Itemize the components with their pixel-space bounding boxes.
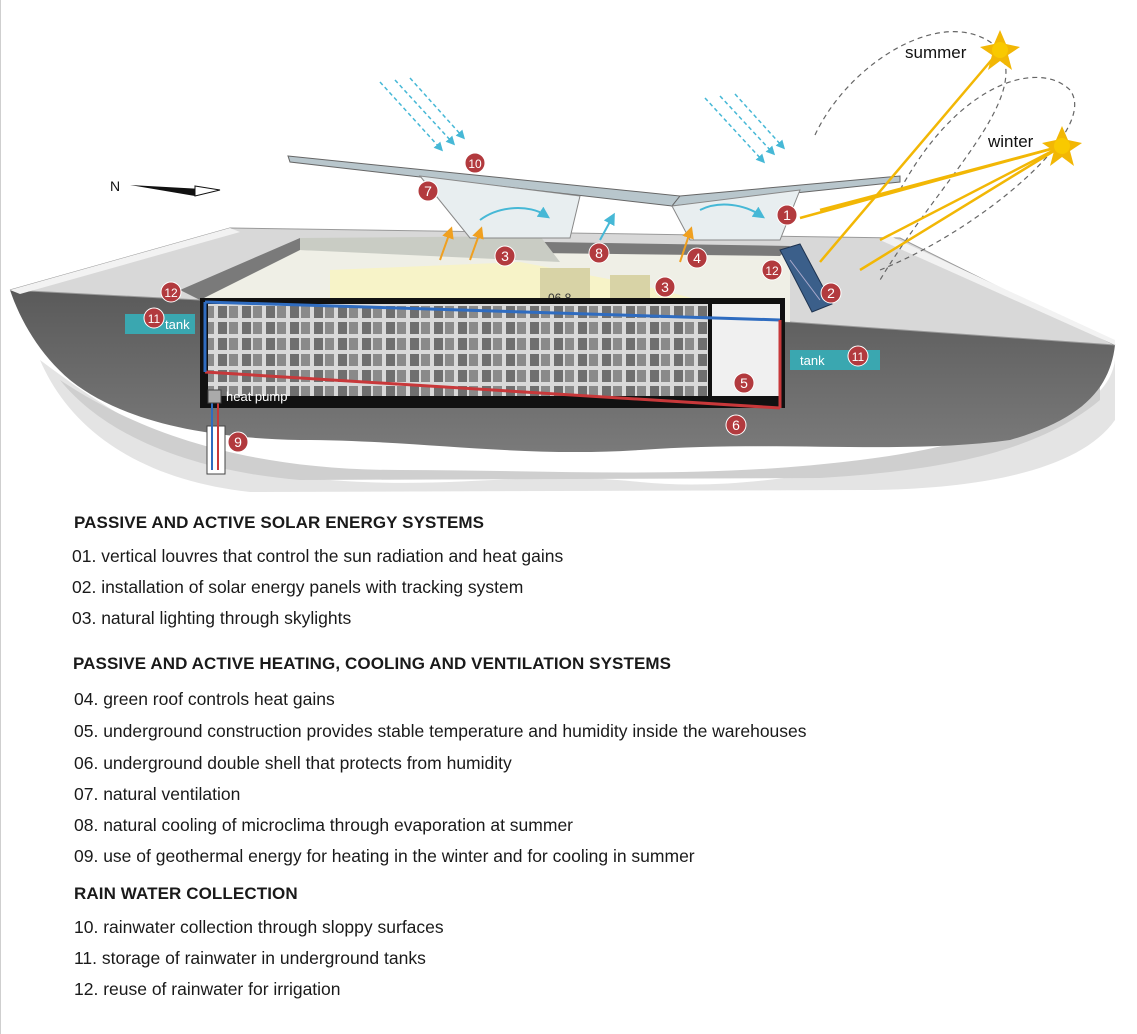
underground-warehouse	[200, 298, 785, 410]
marker-label: 9	[234, 434, 242, 450]
legend-item-02: 02. installation of solar energy panels …	[72, 577, 524, 597]
marker-label: 5	[740, 375, 748, 391]
marker-7: 7	[417, 180, 439, 202]
marker-6: 6	[725, 414, 747, 436]
sun-summer-icon	[980, 30, 1020, 70]
page-border	[0, 0, 1, 1034]
marker-1: 1	[776, 204, 798, 226]
marker-11: 11	[143, 307, 165, 329]
marker-label: 7	[424, 183, 432, 199]
marker-label: 2	[827, 285, 835, 301]
north-arrow-icon: N	[110, 178, 221, 197]
section-title-solar: PASSIVE AND ACTIVE SOLAR ENERGY SYSTEMS	[74, 513, 485, 532]
marker-9: 9	[227, 431, 249, 453]
marker-10: 10	[464, 152, 486, 174]
marker-2: 2	[820, 282, 842, 304]
sun-rays	[799, 49, 1063, 272]
marker-label: 4	[693, 250, 701, 266]
marker-12: 12	[160, 281, 182, 303]
tank-right-label: tank	[800, 353, 825, 368]
light-arrows	[439, 226, 694, 263]
legend-item-12: 12. reuse of rainwater for irrigation	[74, 979, 341, 999]
tank-left-label: tank	[165, 317, 190, 332]
solar-panels	[779, 243, 833, 313]
ventilation-arrows	[479, 203, 765, 241]
marker-label: 6	[732, 417, 740, 433]
legend-item-06: 06. underground double shell that protec…	[74, 753, 512, 773]
marker-8: 8	[588, 242, 610, 264]
section-title-rain: RAIN WATER COLLECTION	[74, 884, 298, 903]
geothermal-probe: heat pump	[206, 389, 287, 475]
marker-label: 12	[765, 264, 779, 278]
sun-winter-label: winter	[987, 132, 1034, 151]
marker-label: 3	[501, 248, 509, 264]
marker-label: 3	[661, 279, 669, 295]
north-label: N	[110, 178, 120, 194]
legend-item-09: 09. use of geothermal energy for heating…	[74, 846, 695, 866]
marker-label: 10	[468, 157, 482, 171]
marker-12: 12	[761, 259, 783, 281]
marker-3: 3	[654, 276, 676, 298]
marker-4: 4	[686, 247, 708, 269]
sun-summer-label: summer	[905, 43, 967, 62]
heat-pump-label: heat pump	[226, 389, 287, 404]
heat-pump-box	[207, 389, 222, 404]
legend-item-08: 08. natural cooling of microclima throug…	[74, 815, 573, 835]
marker-label: 12	[164, 286, 178, 300]
marker-11: 11	[847, 345, 869, 367]
legend-item-07: 07. natural ventilation	[74, 784, 241, 804]
marker-label: 8	[595, 245, 603, 261]
building-section-diagram: 06 8	[9, 30, 1116, 492]
section-title-hvac: PASSIVE AND ACTIVE HEATING, COOLING AND …	[73, 654, 672, 673]
sun-winter-icon	[1042, 126, 1082, 166]
marker-5: 5	[733, 372, 755, 394]
marker-label: 1	[783, 207, 791, 223]
legend-item-01: 01. vertical louvres that control the su…	[72, 546, 564, 566]
legend-item-10: 10. rainwater collection through sloppy …	[74, 917, 444, 937]
sun-paths	[814, 31, 1076, 281]
rain-arrows	[379, 77, 786, 164]
legend-item-04: 04. green roof controls heat gains	[74, 689, 335, 709]
legend-item-05: 05. underground construction provides st…	[74, 721, 807, 741]
marker-3: 3	[494, 245, 516, 267]
legend-item-03: 03. natural lighting through skylights	[72, 608, 352, 628]
marker-label: 11	[148, 312, 161, 326]
legend-item-11: 11. storage of rainwater in underground …	[74, 948, 426, 968]
marker-label: 11	[852, 350, 865, 364]
canopy-roofs	[287, 155, 901, 241]
